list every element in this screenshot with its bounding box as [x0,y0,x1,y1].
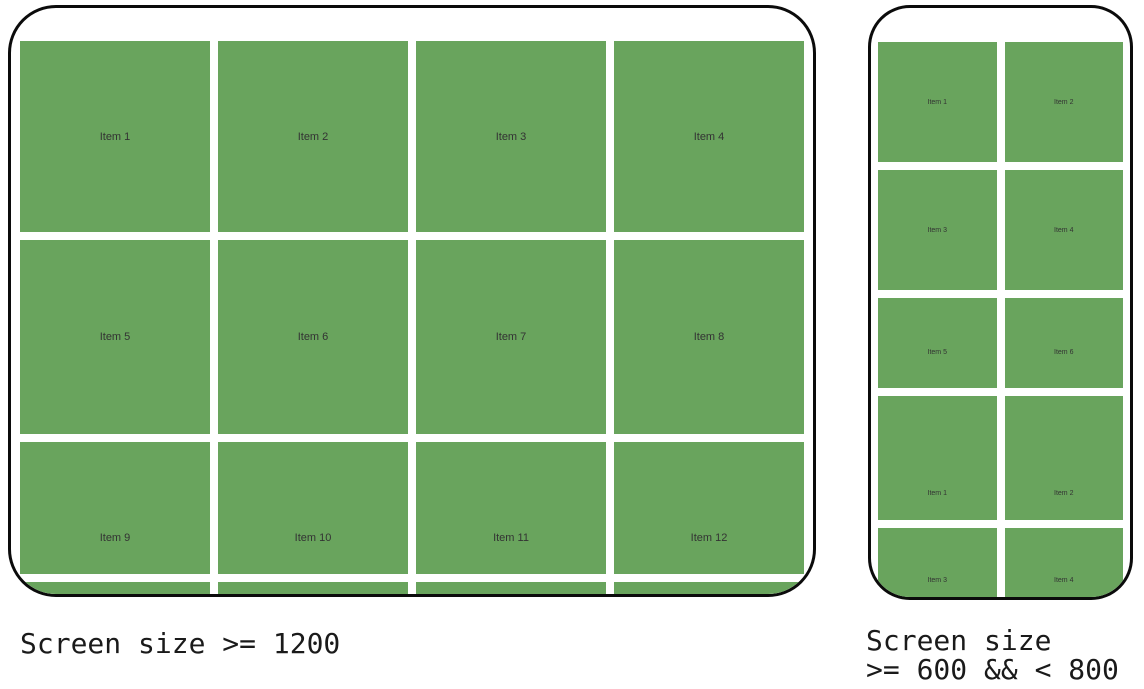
grid-item-label: Item 4 [693,130,725,143]
grid-item: Item 5 [20,240,210,434]
grid-item: Item 2 [1004,42,1123,162]
grid-item-label: Item 2 [1054,98,1074,106]
grid-item-label: Item 1 [927,98,947,106]
grid-item: Item 2 [218,41,408,232]
grid-item-label: Item 5 [99,331,131,343]
grid-item-label: Item 10 [294,532,332,544]
grid-item: Item 10 [218,442,408,574]
grid-item: Item 1 [878,396,997,520]
grid-item: Item 12 [614,442,804,574]
grid-item-label: Item 5 [927,348,947,356]
grid-item: Item 7 [416,240,606,434]
grid-item-label: Item 6 [1054,348,1074,356]
grid-item-label: Item 8 [693,331,725,343]
grid-item: Item 1 [20,41,210,232]
grid-item-label: Item 3 [495,130,527,143]
phone-item-grid: Item 1 Item 2 Item 3 Item 4 Item 5 Item 6 Item… [871,8,1130,597]
grid-item-label: Item 3 [927,226,947,234]
grid-item-label: Item 4 [1054,226,1074,234]
grid-item-label: Item 1 [99,130,131,143]
grid-item-label: Item 2 [1054,489,1074,497]
grid-item-label: Item 7 [495,331,527,343]
grid-item: Item 3 [416,41,606,232]
grid-item: Item 3 [878,170,997,290]
phone-caption: Screen size>= 600 && < 800 [866,626,1119,684]
grid-item: Item 4 [614,41,804,232]
grid-item-clipped [20,582,210,594]
desktop-item-grid: Item 1 Item 2 Item 3 Item 4 Item 5 Item 6 Item… [11,8,813,594]
grid-item-label: Item 6 [297,331,329,343]
grid-item: Item 6 [218,240,408,434]
grid-item: Item 11 [416,442,606,574]
grid-item: Item 2 [1004,396,1123,520]
grid-item-label: Item 1 [927,489,947,497]
grid-item-label: Item 4 [1054,576,1074,584]
grid-item: Item 1 [878,42,997,162]
grid-item-label: Item 11 [493,532,529,544]
phone-device-frame: Item 1 Item 2 Item 3 Item 4 Item 5 Item 6 Item… [868,5,1133,600]
grid-item: Item 3 [878,528,997,597]
grid-item-label: Item 9 [99,532,131,544]
grid-item: Item 9 [20,442,210,574]
grid-item-clipped [416,582,606,594]
grid-item-label: Item 12 [690,532,728,544]
grid-item: Item 6 [1004,298,1123,388]
phone-caption-line1: Screen size [866,624,1052,657]
desktop-caption: Screen size >= 1200 [20,627,341,660]
phone-caption-line2: >= 600 && < 800 [866,653,1119,686]
grid-item-clipped [218,582,408,594]
grid-item: Item 5 [878,298,997,388]
grid-item: Item 8 [614,240,804,434]
desktop-device-frame: Item 1 Item 2 Item 3 Item 4 Item 5 Item 6 Item… [8,5,816,597]
grid-item-clipped [614,582,804,594]
grid-item-label: Item 2 [297,130,329,143]
grid-item: Item 4 [1004,528,1123,597]
grid-item: Item 4 [1004,170,1123,290]
grid-item-label: Item 3 [927,576,947,584]
